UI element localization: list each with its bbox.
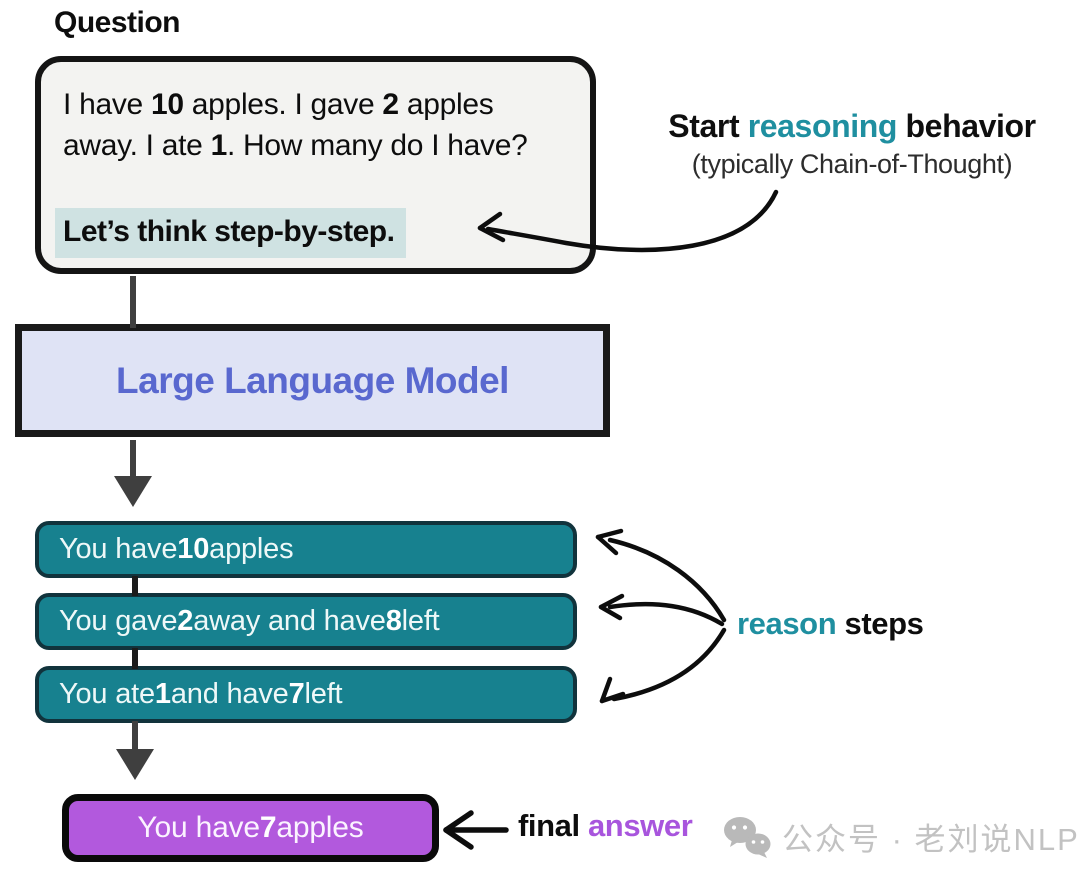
step-by-step-highlight: Let’s think step-by-step. — [55, 208, 407, 258]
text-segment: 2 — [382, 88, 399, 121]
text-segment: I have — [63, 88, 151, 121]
text-segment: left — [401, 605, 440, 637]
text-segment: 7 — [259, 811, 277, 844]
reason-step-box-2: You gave 2 away and have 8 left — [35, 593, 577, 650]
text-segment: Start — [668, 108, 748, 144]
text-segment: . How many do I have? — [226, 129, 528, 163]
question-label: Question — [54, 6, 181, 39]
question-text: I have 10 apples. I gave 2 apples away. … — [63, 84, 528, 167]
text-segment: reason — [737, 606, 837, 641]
text-segment: apples — [398, 88, 494, 121]
question-text-line2: away. I ate 1. How many do I have? — [63, 125, 528, 166]
text-segment: You gave — [59, 605, 178, 637]
reasoning-annotation: Start reasoning behavior (typically Chai… — [632, 108, 1072, 180]
text-segment: left — [304, 678, 343, 710]
text-segment: You have — [137, 811, 260, 844]
question-box: I have 10 apples. I gave 2 apples away. … — [35, 56, 596, 274]
reason-steps-label: reason steps — [737, 606, 924, 642]
annotation-subtitle: (typically Chain-of-Thought) — [691, 149, 1013, 179]
text-segment: away. I ate — [63, 129, 211, 163]
text-segment: 10 — [177, 533, 210, 565]
reason-steps-arrows — [595, 528, 727, 704]
reason-step-box-1: You have 10 apples — [35, 521, 577, 578]
text-segment: apples — [209, 533, 294, 565]
text-segment: You have — [59, 533, 178, 565]
text-segment: steps — [836, 606, 924, 641]
reason-arrow-1 — [607, 537, 727, 623]
final-answer-box: You have 7 apples — [62, 794, 439, 862]
text-segment: 10 — [150, 88, 184, 121]
llm-box-label: Large Language Model — [116, 359, 509, 401]
question-text-line1: I have 10 apples. I gave 2 apples — [63, 84, 528, 125]
annotation-title: Start reasoning behavior — [632, 108, 1072, 145]
text-segment: reasoning — [747, 108, 898, 144]
text-segment: You ate — [59, 678, 155, 710]
text-segment: away and have — [193, 605, 386, 637]
watermark-text: 公众号 · 老刘说NLP — [782, 822, 1080, 857]
text-segment: and have — [170, 678, 289, 710]
text-segment: answer — [587, 808, 693, 843]
wechat-icon — [724, 816, 771, 858]
final-answer-label: final answer — [518, 808, 693, 844]
reason-arrow-3 — [611, 627, 727, 702]
watermark: 公众号 · 老刘说NLP — [722, 814, 1080, 859]
text-segment: 8 — [385, 605, 402, 637]
text-segment: 1 — [210, 129, 228, 163]
reason-step-box-3: You ate 1 and have 7 left — [35, 666, 577, 723]
flow-arrow-llm-to-steps-head — [114, 476, 152, 507]
llm-box: Large Language Model — [15, 324, 610, 437]
final-answer-arrow — [443, 810, 509, 850]
text-segment: 1 — [154, 678, 171, 710]
text-segment: apples — [276, 811, 364, 844]
text-segment: apples. I gave — [183, 88, 383, 121]
reason-arrow-2 — [607, 601, 725, 627]
text-segment: 7 — [288, 678, 305, 710]
text-segment: 2 — [177, 605, 194, 637]
text-segment: behavior — [897, 108, 1037, 144]
text-segment: final — [518, 808, 588, 843]
flow-arrow-steps-to-final-head — [116, 749, 154, 780]
